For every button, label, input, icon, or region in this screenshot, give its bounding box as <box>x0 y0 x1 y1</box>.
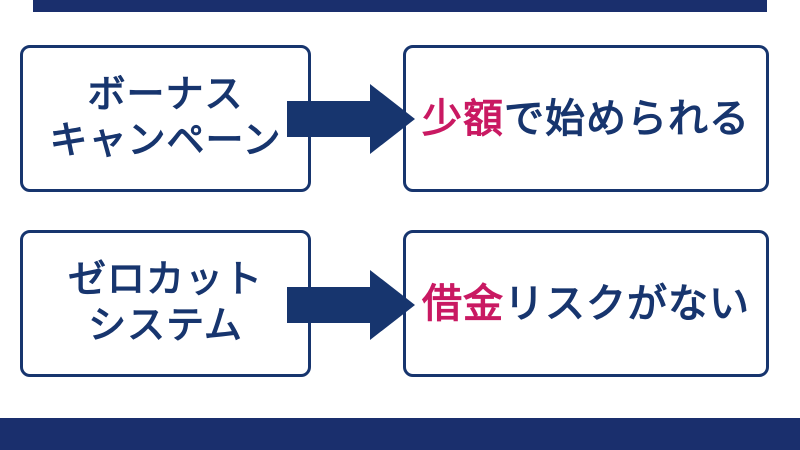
result-rest-text: で始められる <box>504 96 750 141</box>
result-highlight-text: 借金 <box>422 281 504 326</box>
source-box-zero-cut: ゼロカット システム <box>20 230 311 377</box>
source-box-bonus-campaign: ボーナス キャンペーン <box>20 45 311 192</box>
result-box-no-debt-risk: 借金リスクがない <box>403 230 769 377</box>
source-text-line2: キャンペーン <box>49 119 282 162</box>
arrow-right-icon <box>287 84 415 154</box>
arrow-right-icon <box>287 270 415 340</box>
result-highlight-text: 少額 <box>422 96 504 141</box>
source-text-line2: システム <box>88 304 243 347</box>
top-accent-bar <box>33 0 767 12</box>
result-box-small-amount: 少額で始められる <box>403 45 769 192</box>
bottom-footer-bar <box>0 418 800 450</box>
source-text-line1: ゼロカット <box>67 258 263 301</box>
source-text-line1: ボーナス <box>87 73 244 116</box>
result-rest-text: リスクがない <box>504 281 750 326</box>
